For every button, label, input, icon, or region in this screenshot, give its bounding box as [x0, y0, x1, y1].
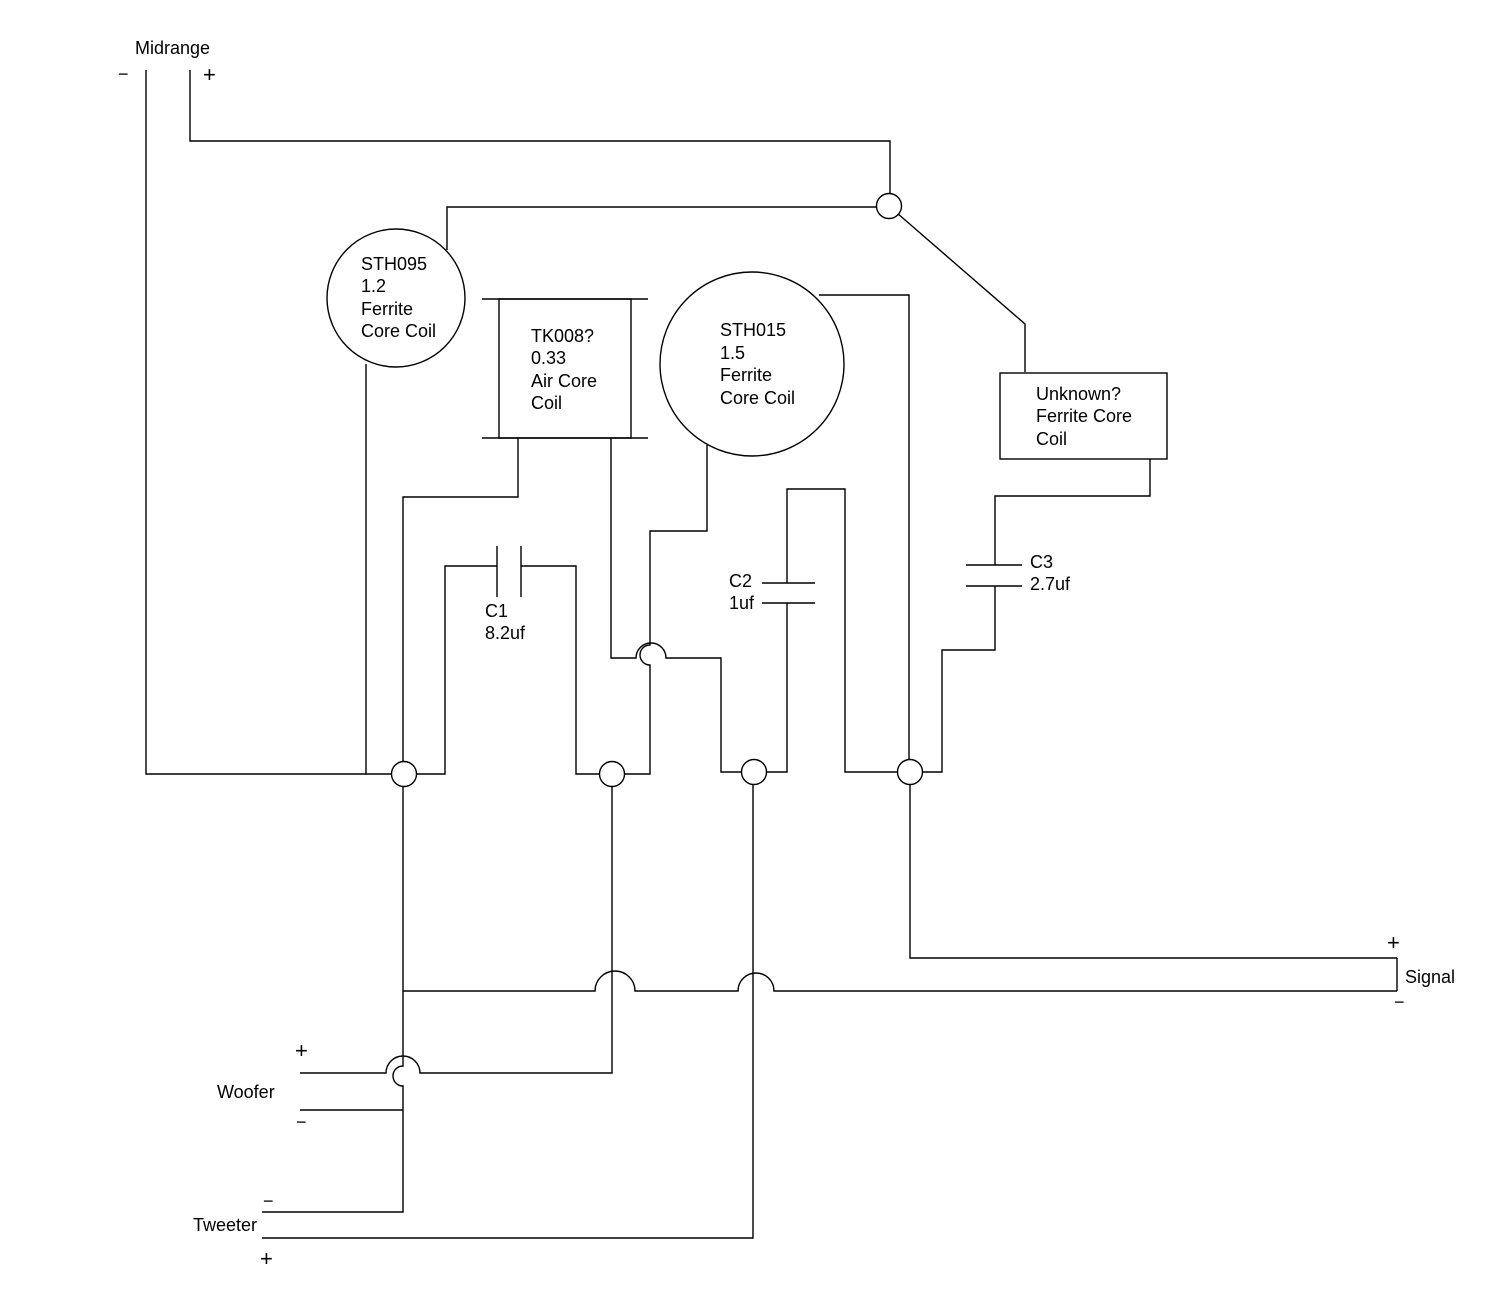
woofer-plus-sign: + [295, 1038, 308, 1063]
coil-sth015: STH015 1.5 Ferrite Core Coil [659, 271, 845, 457]
tweeter-label: Tweeter [193, 1215, 257, 1235]
junction-node-1 [390, 760, 418, 788]
wire-node1-tweeter-minus [262, 787, 404, 1213]
junction-node-2 [598, 760, 626, 788]
wire-node-to-unknown-diagonal [896, 212, 1026, 372]
wire-node1-c1-left [416, 565, 497, 775]
wire-signal-minus-bus [403, 970, 1397, 992]
wire-node2-woofer-plus [300, 787, 613, 1074]
wire-node3-tweeter-plus [262, 785, 754, 1239]
wire-unknown-c3 [994, 459, 1151, 565]
sth095-label-line-1: STH095 [361, 254, 427, 274]
c3-name: C3 [1030, 552, 1053, 572]
tk008-label-line-2: 0.33 [531, 348, 566, 368]
tk008-label-line-1: TK008? [531, 326, 594, 346]
wire-tk008-left-lead [402, 438, 519, 761]
wire-c2-bottom [767, 603, 788, 773]
wire-sth095-top [446, 206, 876, 250]
signal-label: Signal [1405, 967, 1455, 987]
tk008-label-line-3: Air Core [531, 371, 597, 391]
unknown-label-line-3: Coil [1036, 429, 1067, 449]
c3-value: 2.7uf [1030, 574, 1071, 594]
midrange-label: Midrange [135, 38, 210, 58]
c1-name: C1 [485, 601, 508, 621]
wires [145, 70, 1398, 1239]
c2-name: C2 [729, 571, 752, 591]
wire-sth095-bottom [365, 364, 392, 775]
terminal-signal: + Signal − [1387, 930, 1455, 1012]
sth095-label-line-3: Ferrite [361, 299, 413, 319]
coil-unknown: Unknown? Ferrite Core Coil [999, 372, 1168, 460]
sth095-label-line-2: 1.2 [361, 276, 386, 296]
wire-c1-right-node2 [521, 565, 599, 775]
capacitor-c2: C2 1uf [729, 571, 815, 613]
wire-midrange-plus [189, 70, 891, 196]
sth015-label-line-2: 1.5 [720, 343, 745, 363]
signal-minus-sign: − [1394, 992, 1405, 1012]
sth095-label-line-4: Core Coil [361, 321, 436, 341]
junction-nodes [390, 192, 924, 788]
wire-midrange-minus [145, 70, 366, 775]
wire-tk008-right-lead [610, 438, 741, 773]
capacitor-c1: C1 8.2uf [485, 546, 526, 643]
unknown-label-line-2: Ferrite Core [1036, 406, 1132, 426]
junction-node-3 [740, 758, 768, 786]
sth015-label-line-3: Ferrite [720, 365, 772, 385]
woofer-minus-sign: − [296, 1112, 307, 1132]
wire-sth015-right [819, 294, 910, 759]
sth015-label-line-4: Core Coil [720, 388, 795, 408]
midrange-plus-sign: + [203, 62, 216, 87]
tweeter-minus-sign: − [263, 1191, 274, 1211]
wire-sth015-bottom [624, 445, 708, 775]
coil-sth095: STH095 1.2 Ferrite Core Coil [326, 228, 466, 368]
terminal-woofer: + Woofer − [217, 1038, 308, 1132]
capacitor-c3: C3 2.7uf [966, 552, 1071, 594]
junction-node-4 [896, 758, 924, 786]
signal-plus-sign: + [1387, 930, 1400, 955]
tweeter-plus-sign: + [260, 1246, 273, 1271]
coil-tk008: TK008? 0.33 Air Core Coil [482, 298, 648, 439]
wire-node4-signal-plus [909, 785, 1397, 959]
wire-c2-top [786, 488, 898, 773]
unknown-label-line-1: Unknown? [1036, 384, 1121, 404]
wire-c3-node4 [922, 586, 996, 773]
tk008-label-line-4: Coil [531, 393, 562, 413]
c1-value: 8.2uf [485, 623, 526, 643]
midrange-minus-sign: − [118, 64, 129, 84]
junction-node-top [875, 192, 903, 220]
terminal-tweeter: − Tweeter + [193, 1191, 274, 1271]
terminal-midrange: Midrange − + [118, 38, 216, 87]
sth015-label-line-1: STH015 [720, 320, 786, 340]
c2-value: 1uf [729, 593, 755, 613]
woofer-label: Woofer [217, 1082, 275, 1102]
